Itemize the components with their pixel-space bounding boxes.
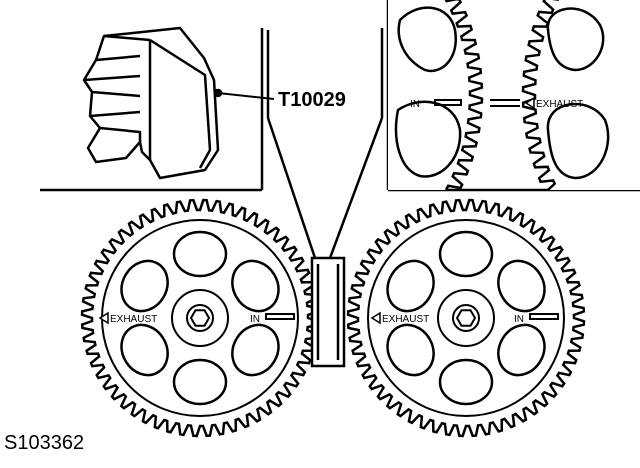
gear-spoke-window <box>231 259 280 313</box>
gear-spoke-window <box>231 323 280 377</box>
right-intake-label: IN <box>514 314 524 325</box>
gear-spoke-window <box>120 323 169 377</box>
inset-exhaust-arrow-icon <box>524 96 535 110</box>
camshaft-gear-right <box>346 198 586 438</box>
left-exhaust-arrow-icon <box>98 311 109 325</box>
camshaft-gear-left <box>80 198 320 438</box>
tool-plate-between-gears <box>310 256 346 368</box>
hex-bolt-icon <box>455 309 477 327</box>
gear-spoke-window <box>438 230 494 278</box>
hex-bolt-icon <box>189 309 211 327</box>
right-intake-mark <box>529 313 559 320</box>
right-exhaust-label: EXHAUST <box>382 314 429 325</box>
inset-alignment-bars <box>434 99 520 107</box>
gear-spoke-window <box>172 358 228 406</box>
left-intake-mark <box>265 313 295 320</box>
gear-spoke-window <box>120 259 169 313</box>
tool-t10029-icon <box>82 26 275 180</box>
gear-spoke-window <box>497 323 546 377</box>
tool-label: T10029 <box>278 89 346 111</box>
gear-spoke-window <box>386 259 435 313</box>
gear-spoke-window <box>386 323 435 377</box>
inset-exhaust-label: EXHAUST <box>536 99 583 110</box>
gear-spoke-window <box>497 259 546 313</box>
gear-rim <box>367 219 565 417</box>
gear-spoke-window <box>172 230 228 278</box>
gear-spoke-window <box>438 358 494 406</box>
detail-inset-gears <box>388 0 640 190</box>
right-exhaust-arrow-icon <box>370 311 381 325</box>
left-intake-label: IN <box>250 314 260 325</box>
inset-intake-label: IN <box>410 99 420 110</box>
left-exhaust-label: EXHAUST <box>110 314 157 325</box>
figure-code: S103362 <box>4 432 84 454</box>
